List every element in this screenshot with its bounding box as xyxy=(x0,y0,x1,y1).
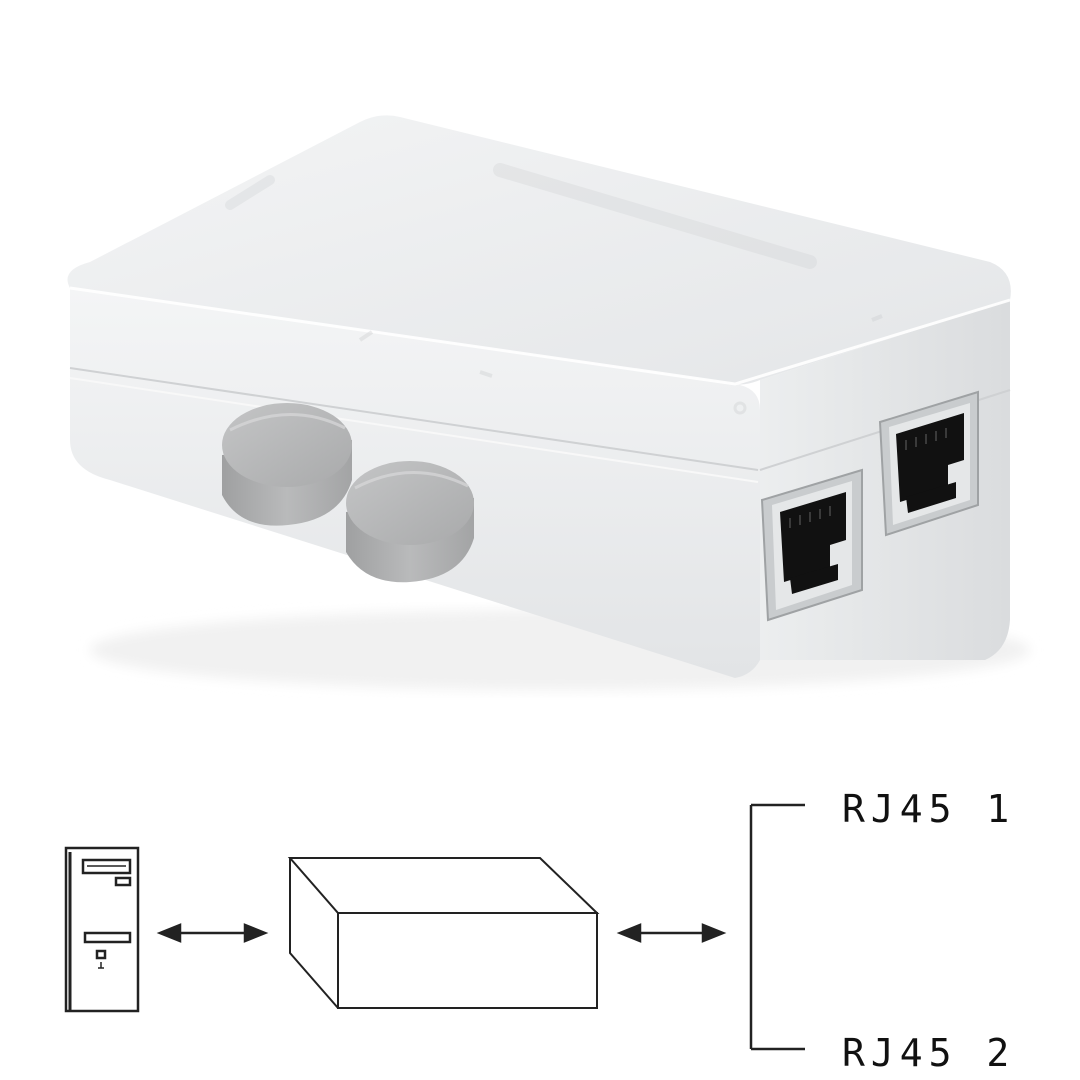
connection-diagram xyxy=(64,803,805,1051)
box-seam-front xyxy=(69,367,759,471)
switch-box-outline-icon xyxy=(287,857,600,1009)
computer-tower-icon xyxy=(64,846,140,1013)
rj45-port-photo-2 xyxy=(878,390,979,537)
push-button-1 xyxy=(222,403,352,526)
port-bracket xyxy=(749,803,805,1051)
bidirectional-arrow-left xyxy=(156,923,269,943)
port-label-1: RJ45 1 xyxy=(842,787,1015,831)
push-button-2 xyxy=(346,461,474,583)
port-label-2: RJ45 2 xyxy=(842,1031,1015,1075)
switch-box-photo xyxy=(67,115,1030,690)
bidirectional-arrow-right xyxy=(616,923,727,943)
box-top-face xyxy=(67,115,1011,385)
embossed-markings xyxy=(225,163,883,415)
rj45-port-photo-1 xyxy=(760,468,863,622)
